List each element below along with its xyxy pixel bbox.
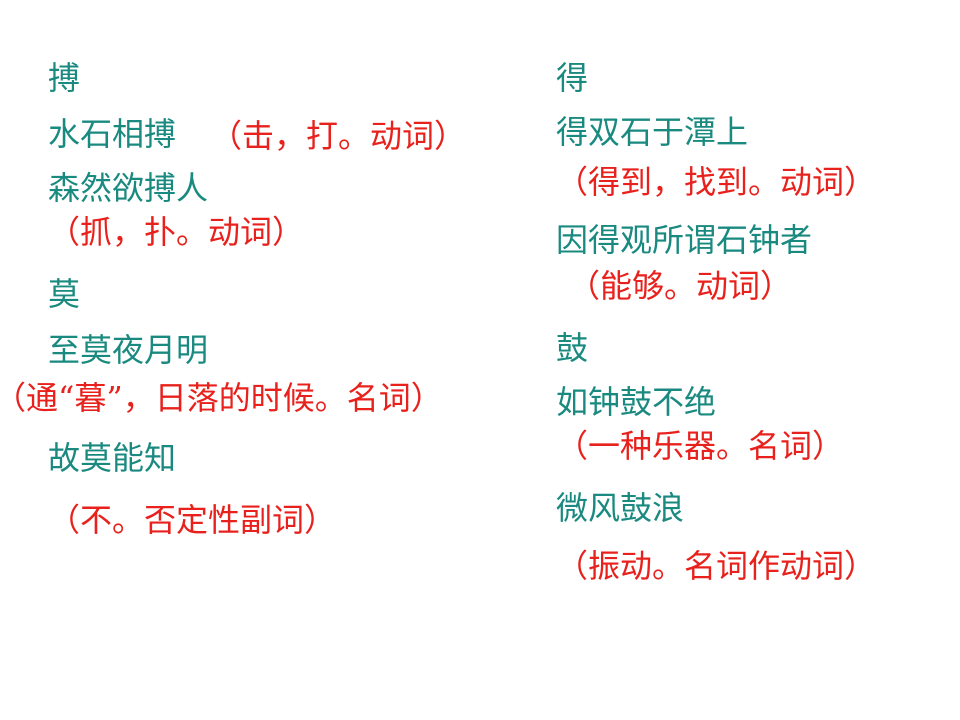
example-bo-1: 水石相搏 bbox=[48, 115, 177, 153]
example-mo-2: 故莫能知 bbox=[48, 439, 177, 477]
heading-mo: 莫 bbox=[48, 275, 81, 313]
heading-de: 得 bbox=[556, 59, 589, 97]
gloss-de-2: （能够。动词） bbox=[568, 267, 793, 305]
example-mo-1: 至莫夜月明 bbox=[48, 331, 209, 369]
gloss-mo-2: （不。否定性副词） bbox=[48, 501, 337, 539]
example-gu-2: 微风鼓浪 bbox=[556, 489, 685, 527]
heading-bo: 搏 bbox=[48, 59, 81, 97]
heading-gu: 鼓 bbox=[556, 329, 589, 367]
gloss-bo-2: （抓，扑。动词） bbox=[48, 213, 305, 251]
gloss-mo-1: （通“暮”，日落的时候。名词） bbox=[0, 379, 443, 417]
example-de-1: 得双石于潭上 bbox=[556, 113, 749, 151]
example-gu-1: 如钟鼓不绝 bbox=[556, 383, 717, 421]
gloss-gu-2: （振动。名词作动词） bbox=[556, 547, 877, 585]
example-bo-2: 森然欲搏人 bbox=[48, 169, 209, 207]
gloss-gu-1: （一种乐器。名词） bbox=[556, 427, 845, 465]
gloss-bo-1: （击，打。动词） bbox=[210, 117, 467, 155]
gloss-de-1: （得到，找到。动词） bbox=[556, 163, 877, 201]
example-de-2: 因得观所谓石钟者 bbox=[556, 221, 813, 259]
